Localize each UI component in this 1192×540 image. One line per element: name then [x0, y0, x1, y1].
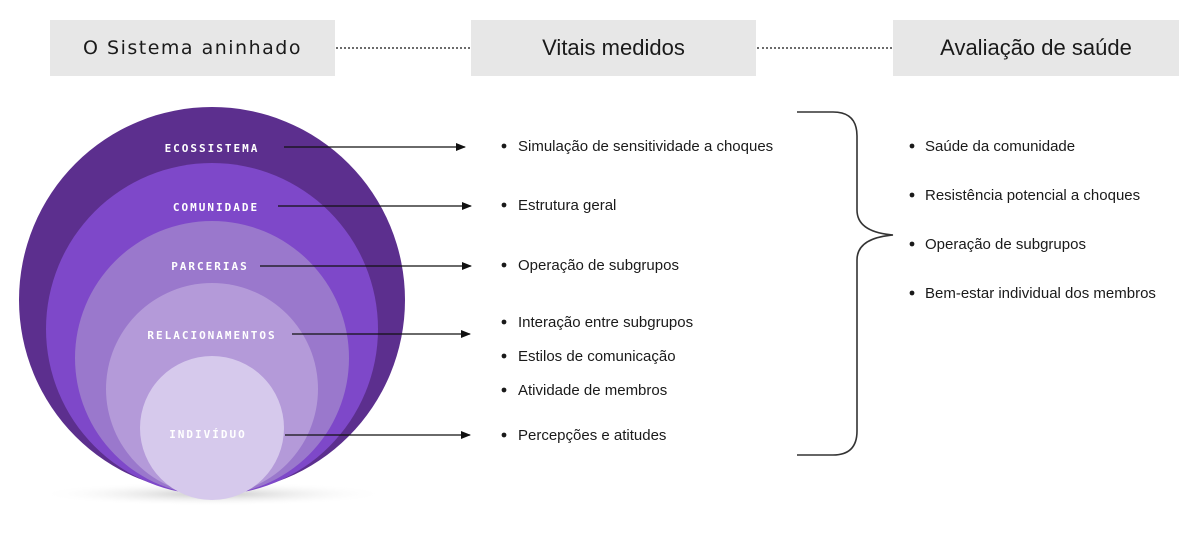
header-connector-1 [336, 47, 470, 49]
level-label-community: COMUNIDADE [173, 201, 259, 214]
assessment-shock-resistance: Resistência potencial a choques [925, 187, 1140, 204]
header-nested-system: O Sistema aninhado [50, 20, 335, 76]
curly-brace [797, 111, 894, 456]
vital-subgroup-interaction: Interação entre subgrupos [518, 314, 693, 331]
assessment-member-wellbeing: Bem-estar individual dos membros [925, 285, 1156, 302]
assessment-subgroup-operation: Operação de subgrupos [925, 236, 1086, 253]
bullet-assessment-subgroup-operation [909, 241, 915, 247]
bullet-overall-structure [501, 202, 507, 208]
level-label-ecosystem: ECOSSISTEMA [165, 142, 260, 155]
header-connector-2 [757, 47, 892, 49]
bullet-member-activity [501, 387, 507, 393]
vital-communication-styles: Estilos de comunicação [518, 348, 676, 365]
bullet-perceptions-attitudes [501, 432, 507, 438]
vital-member-activity: Atividade de membros [518, 382, 667, 399]
assessment-community-health: Saúde da comunidade [925, 138, 1075, 155]
ring-individual [140, 356, 284, 500]
level-label-individual: INDIVÍDUO [169, 428, 247, 441]
bullet-member-wellbeing [909, 290, 915, 296]
header-measured-vitals: Vitais medidos [471, 20, 756, 76]
vital-shock-sensitivity: Simulação de sensitividade a choques [518, 138, 773, 155]
level-label-relationships: RELACIONAMENTOS [147, 329, 276, 342]
bullet-community-health [909, 143, 915, 149]
bullet-subgroup-interaction [501, 319, 507, 325]
vital-perceptions-attitudes: Percepções e atitudes [518, 427, 666, 444]
bullet-shock-sensitivity [501, 143, 507, 149]
vital-subgroup-operation: Operação de subgrupos [518, 257, 679, 274]
bullet-shock-resistance [909, 192, 915, 198]
level-label-partnerships: PARCERIAS [171, 260, 249, 273]
vital-overall-structure: Estrutura geral [518, 197, 616, 214]
bullet-subgroup-operation [501, 262, 507, 268]
header-health-assessment: Avaliação de saúde [893, 20, 1179, 76]
bullet-communication-styles [501, 353, 507, 359]
